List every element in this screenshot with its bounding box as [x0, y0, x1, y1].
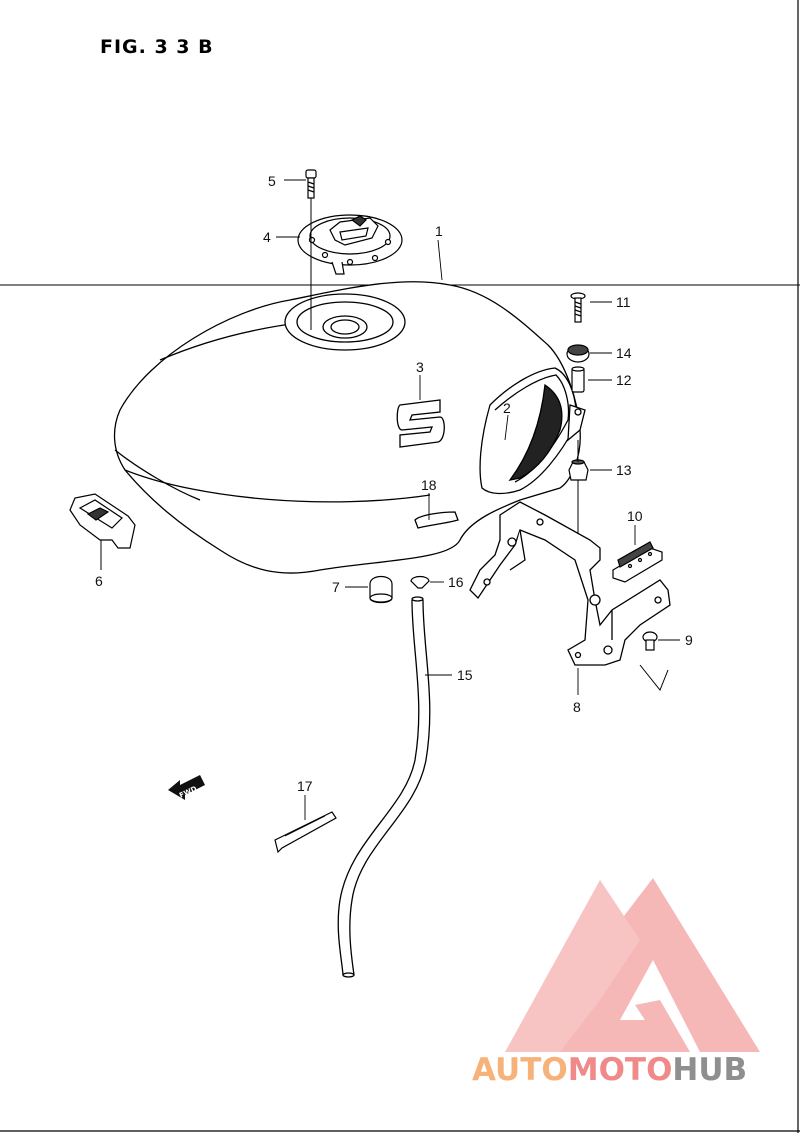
callout-11: 11	[616, 294, 631, 310]
figure-title: FIG. 3 3 B	[100, 36, 214, 58]
damper-rubber-10	[612, 541, 663, 583]
callout-2: 2	[503, 400, 511, 416]
grommet-14	[566, 344, 590, 363]
callout-6: 6	[95, 573, 103, 589]
watermark-wordmark: AUTOMOTOHUB	[472, 1052, 747, 1088]
callout-15: 15	[457, 667, 473, 683]
watermark-part-b: MOTO	[567, 1052, 673, 1088]
callout-5: 5	[268, 173, 276, 189]
callout-8: 8	[573, 699, 581, 715]
watermark-part-c: HUB	[672, 1052, 748, 1088]
tie-17	[274, 811, 337, 854]
bolt-5	[305, 169, 317, 199]
leader-lines	[276, 179, 680, 820]
callout-10: 10	[627, 508, 643, 524]
callout-3: 3	[416, 359, 424, 375]
bolt-11	[570, 292, 586, 323]
callout-18: 18	[421, 477, 437, 493]
callout-9: 9	[685, 632, 693, 648]
callout-7: 7	[332, 579, 340, 595]
callout-12: 12	[616, 372, 632, 388]
fwd-arrow: FWD	[168, 775, 205, 800]
callout-14: 14	[616, 345, 632, 361]
fuel-cap	[297, 214, 403, 275]
watermark-part-a: AUTO	[472, 1052, 568, 1088]
watermark-triangle	[505, 878, 760, 1052]
fuel-tank	[113, 281, 586, 574]
tank-bracket	[469, 501, 671, 666]
callout-4: 4	[263, 229, 271, 245]
grommet-13	[568, 459, 589, 481]
clip-16	[410, 575, 430, 589]
bolt-9	[642, 631, 658, 651]
assembly-pointer	[639, 664, 669, 691]
collar-12	[571, 366, 585, 393]
callout-17: 17	[297, 778, 313, 794]
hose-clamp-6	[69, 493, 136, 549]
callout-1: 1	[435, 223, 443, 239]
cap-7	[369, 575, 393, 604]
callout-13: 13	[616, 462, 632, 478]
callout-16: 16	[448, 574, 464, 590]
drain-hose-15	[337, 596, 431, 978]
